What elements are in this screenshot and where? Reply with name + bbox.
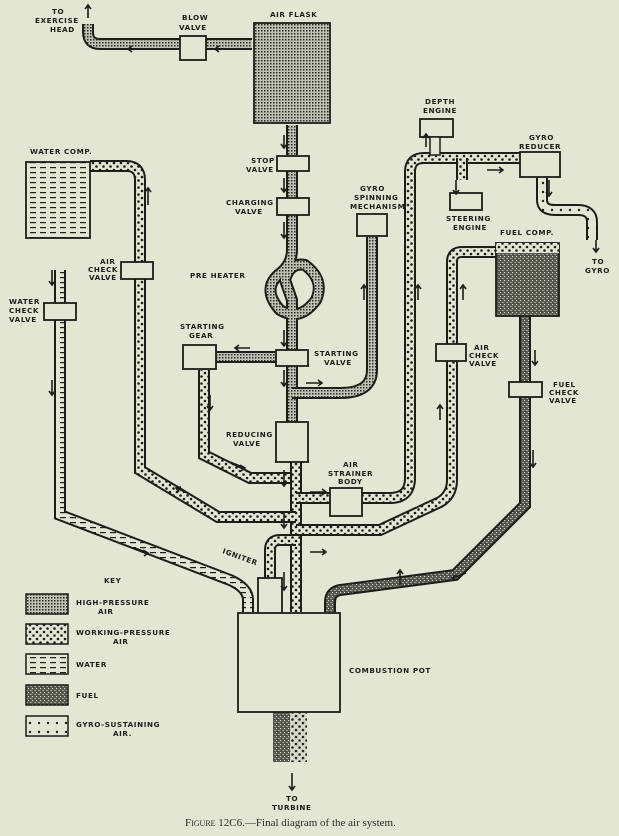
- label-steering-engine-1: STEERING: [446, 214, 491, 223]
- label-water-check-3: VALVE: [9, 315, 37, 324]
- label-to-turbine-2: TURBINE: [272, 803, 312, 812]
- label-to-turbine-1: TO: [286, 794, 298, 803]
- stop-valve: [276, 155, 310, 172]
- legend-label-high-1: HIGH-PRESSURE: [76, 598, 149, 607]
- label-air-strainer-3: BODY: [338, 477, 363, 486]
- label-starting-valve-1: STARTING: [314, 349, 359, 358]
- fuel-check-valve: [508, 381, 543, 398]
- label-starting-valve-2: VALVE: [324, 358, 352, 367]
- label-to-gyro-2: GYRO: [585, 266, 610, 275]
- combustion-pot: [237, 612, 341, 713]
- label-steering-engine-2: ENGINE: [453, 223, 487, 232]
- legend-title: KEY: [104, 576, 122, 585]
- legend-swatch-gyro-sustaining: [25, 715, 69, 737]
- label-fuel-comp: FUEL COMP.: [500, 228, 554, 237]
- label-fuel-check-2: CHECK: [549, 388, 579, 397]
- legend-swatch-high-pressure: [25, 593, 69, 615]
- steering-engine: [449, 192, 483, 211]
- caption-text: —Final diagram of the air system.: [244, 817, 396, 829]
- pipe-water-air: [90, 160, 296, 523]
- charging-valve: [276, 197, 310, 216]
- label-pre-heater: PRE HEATER: [190, 271, 246, 280]
- label-gyro-spinning-2: SPINNING: [354, 193, 399, 202]
- legend-label-gyro-1: GYRO-SUSTAINING: [76, 720, 160, 729]
- svg-text:Figure 12C6.—Final diagram of: Figure 12C6.—Final diagram of the air sy…: [185, 817, 396, 829]
- gyro-spinning-mechanism: [356, 213, 388, 237]
- label-gyro-reducer-1: GYRO: [529, 133, 554, 142]
- label-air-check-right-1: AIR: [474, 343, 490, 352]
- starting-valve: [275, 349, 309, 367]
- pipes: [54, 24, 598, 762]
- blow-valve: [179, 35, 207, 61]
- label-blow-valve-1: BLOW: [182, 13, 208, 22]
- air-flask: [253, 22, 331, 124]
- legend-label-work-2: AIR: [113, 637, 129, 646]
- figure-caption: Figure 12C6.—Final diagram of the air sy…: [185, 817, 396, 829]
- label-starting-gear-2: GEAR: [189, 331, 213, 340]
- fuel-compartment: [495, 242, 560, 317]
- label-reducing-valve-2: VALVE: [233, 439, 261, 448]
- legend-label-high-2: AIR: [98, 607, 114, 616]
- label-water-check-2: CHECK: [9, 306, 39, 315]
- legend-swatch-working-pressure: [25, 623, 69, 645]
- legend-swatch-water: [25, 653, 69, 675]
- reducing-valve: [275, 421, 309, 463]
- label-stop-valve-1: STOP: [251, 156, 275, 165]
- label-air-strainer-2: STRAINER: [328, 469, 373, 478]
- label-reducing-valve-1: REDUCING: [226, 430, 273, 439]
- label-fuel-check-1: FUEL: [553, 380, 576, 389]
- label-depth-engine-2: ENGINE: [423, 106, 457, 115]
- label-depth-engine-1: DEPTH: [425, 97, 455, 106]
- label-exercise-3: HEAD: [50, 25, 75, 34]
- gyro-reducer: [519, 151, 561, 178]
- label-starting-gear-1: STARTING: [180, 322, 225, 331]
- label-charging-valve-1: CHARGING: [226, 198, 274, 207]
- caption-figure-label: Figure 12C6.: [185, 817, 245, 829]
- label-air-strainer-1: AIR: [343, 460, 359, 469]
- left-air-check-valve: [120, 261, 154, 280]
- label-air-check-left-1: AIR: [100, 257, 116, 266]
- label-gyro-spinning-1: GYRO: [360, 184, 385, 193]
- label-water-check-1: WATER: [9, 297, 40, 306]
- label-fuel-check-3: VALVE: [549, 396, 577, 405]
- legend-swatch-fuel: [25, 684, 69, 706]
- label-gyro-spinning-3: MECHANISM: [350, 202, 405, 211]
- igniter-box: [257, 577, 283, 615]
- starting-gear-box: [182, 344, 217, 370]
- label-igniter: IGNITER: [221, 546, 259, 567]
- label-combustion-pot: COMBUSTION POT: [349, 666, 431, 675]
- air-strainer-body: [329, 487, 363, 517]
- label-air-check-right-2: CHECK: [469, 351, 499, 360]
- label-water-comp: WATER COMP.: [30, 147, 92, 156]
- water-compartment: [25, 161, 91, 239]
- label-gyro-reducer-2: REDUCER: [519, 142, 561, 151]
- water-check-valve: [43, 302, 77, 321]
- legend-label-work-1: WORKING-PRESSURE: [76, 628, 170, 637]
- legend: KEY HIGH-PRESSURE AIR WORKING-PRESSURE A…: [25, 576, 170, 738]
- legend-label-fuel: FUEL: [76, 691, 99, 700]
- flow-arrows: [48, 3, 600, 792]
- legend-label-water: WATER: [76, 660, 107, 669]
- label-air-flask: AIR FLASK: [270, 10, 317, 19]
- label-exercise-1: TO: [52, 7, 64, 16]
- label-stop-valve-2: VALVE: [246, 165, 274, 174]
- legend-label-gyro-2: AIR.: [113, 729, 132, 738]
- label-air-check-left-2: CHECK: [88, 265, 118, 274]
- right-air-check-valve: [435, 343, 467, 362]
- label-exercise-2: EXERCISE: [35, 16, 79, 25]
- label-air-check-left-3: VALVE: [89, 273, 117, 282]
- label-charging-valve-2: VALVE: [235, 207, 263, 216]
- label-blow-valve-2: VALVE: [179, 23, 207, 32]
- label-air-check-right-3: VALVE: [469, 359, 497, 368]
- label-to-gyro-1: TO: [592, 257, 604, 266]
